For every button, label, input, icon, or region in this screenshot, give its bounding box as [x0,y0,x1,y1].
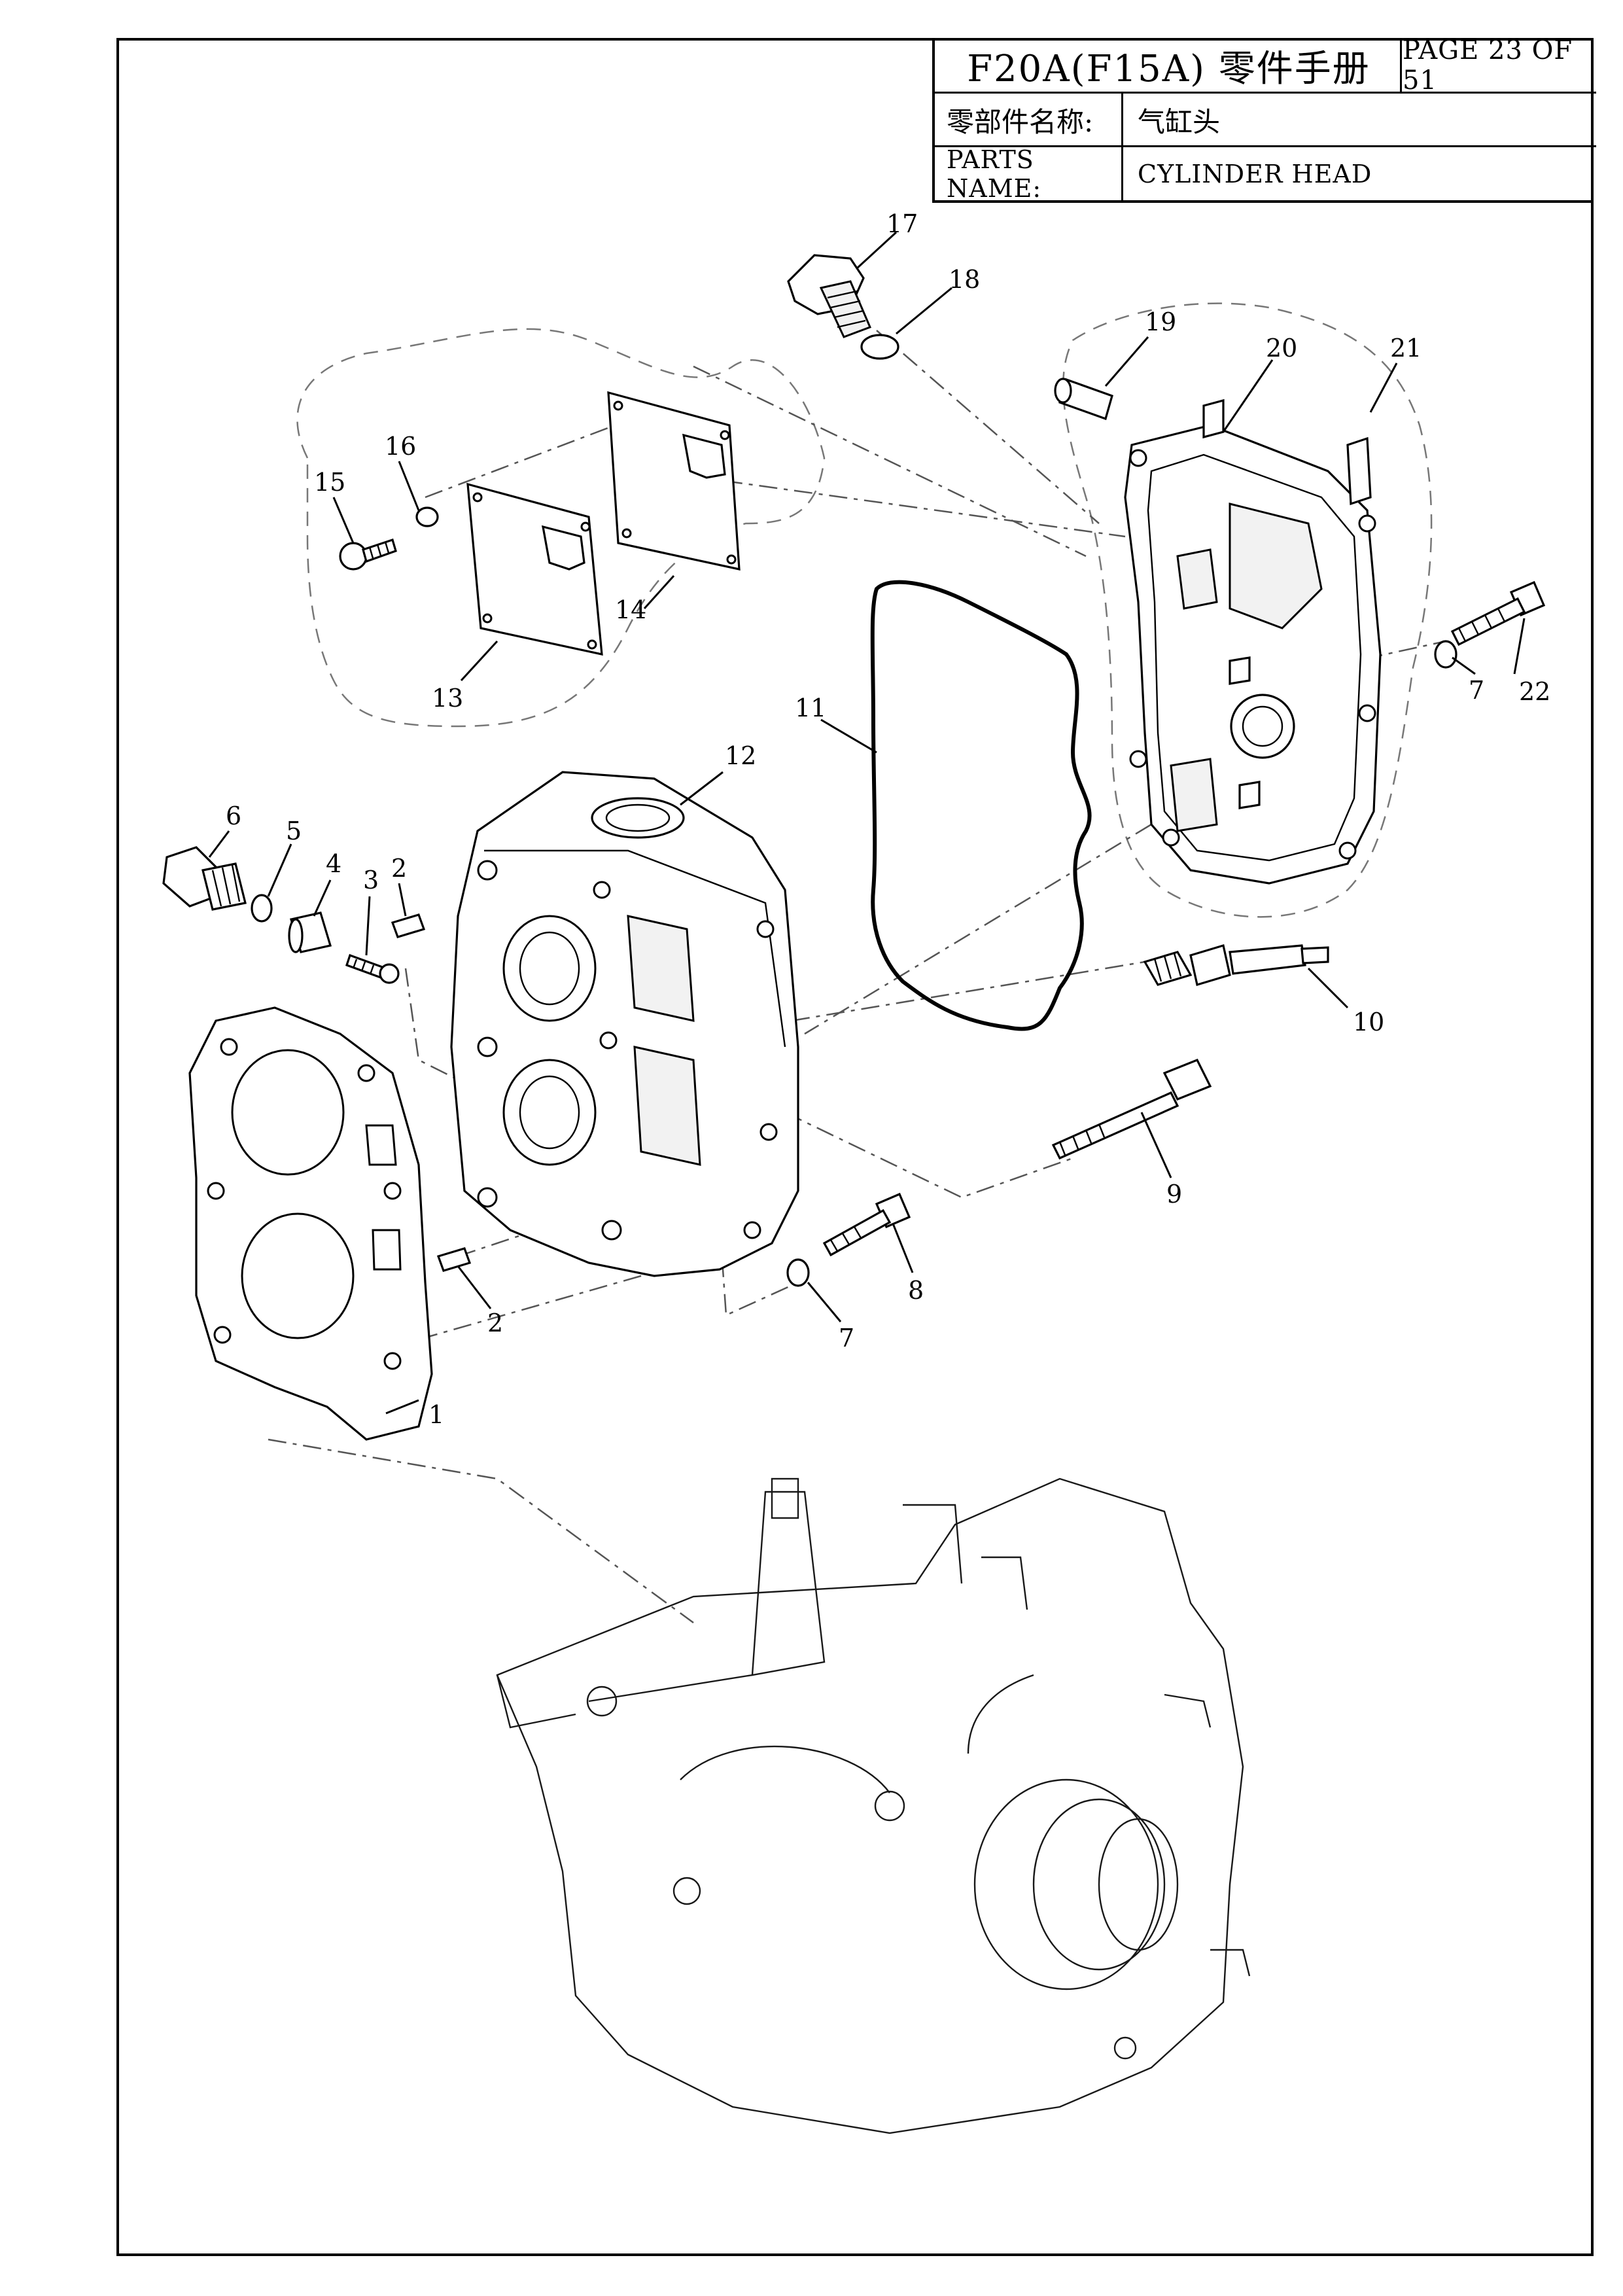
parts-name-label-cn: 零部件名称: [947,105,1094,138]
o-ring-5 [251,894,273,923]
callout-22: 22 [1519,677,1550,706]
callout-12: 12 [725,741,756,770]
engine-block [496,1477,1251,2134]
washer-7-lower [786,1258,810,1287]
callout-6: 6 [226,802,241,830]
oil-filler-cap [787,254,871,338]
callout-1: 1 [428,1400,444,1429]
callout-20: 20 [1266,334,1297,362]
callout-7-lower: 7 [839,1324,854,1352]
callout-10: 10 [1353,1008,1384,1036]
callout-9: 9 [1166,1180,1182,1209]
cylinder-head-gasket [188,1006,433,1441]
bolt-22 [1450,580,1546,646]
callout-15: 15 [314,468,345,497]
washer-16 [415,506,439,527]
callout-7-right: 7 [1469,676,1484,705]
dowel-pin-2-top [391,913,426,938]
callout-2-bottom: 2 [487,1309,503,1337]
head-cover-gasket [870,580,1092,1031]
cover-kit-group-outline [296,328,826,728]
callout-leaders [208,231,1526,1415]
parts-name-value-cn: 气缸头 [1138,105,1221,138]
bolt-8 [822,1192,911,1257]
callout-13: 13 [432,684,463,713]
sleeve-4 [288,911,332,953]
title-block: F20A(F15A) 零件手册 PAGE 23 OF 51 零部件名称: 气缸头… [932,35,1596,203]
breather-gasket-14 [607,391,741,571]
head-bolt-9 [1051,1058,1212,1160]
callout-2-top: 2 [391,854,407,883]
dowel-pin-2-bottom [436,1247,472,1272]
callout-18: 18 [949,265,980,294]
parts-name-label-en: PARTS NAME: [947,145,1042,203]
callout-11: 11 [795,694,826,722]
callout-5: 5 [286,817,302,845]
plug-6 [162,846,247,911]
o-ring-18 [860,334,899,360]
manual-title: F20A(F15A) 零件手册 [967,47,1370,90]
callout-21: 21 [1390,334,1422,362]
callout-8: 8 [908,1276,924,1305]
callout-3: 3 [363,866,379,894]
callout-17: 17 [886,209,918,238]
washer-7-right [1434,640,1457,669]
callout-19: 19 [1145,308,1176,336]
hose-fitting [1054,378,1113,421]
screw-15 [339,538,397,571]
callout-14: 14 [615,595,646,624]
cylinder-head-cover [1124,398,1382,885]
breather-cover-plate-13 [466,482,603,656]
callout-16: 16 [385,432,416,461]
cylinder-head [450,771,799,1277]
head-cover-group-outline [1062,302,1433,918]
spark-plug [1143,944,1329,987]
parts-name-value-en: CYLINDER HEAD [1138,160,1372,188]
page-indicator: PAGE 23 OF 51 [1403,35,1573,96]
screw-3 [345,953,400,984]
page-border [116,38,1594,2256]
callout-4: 4 [326,849,341,878]
